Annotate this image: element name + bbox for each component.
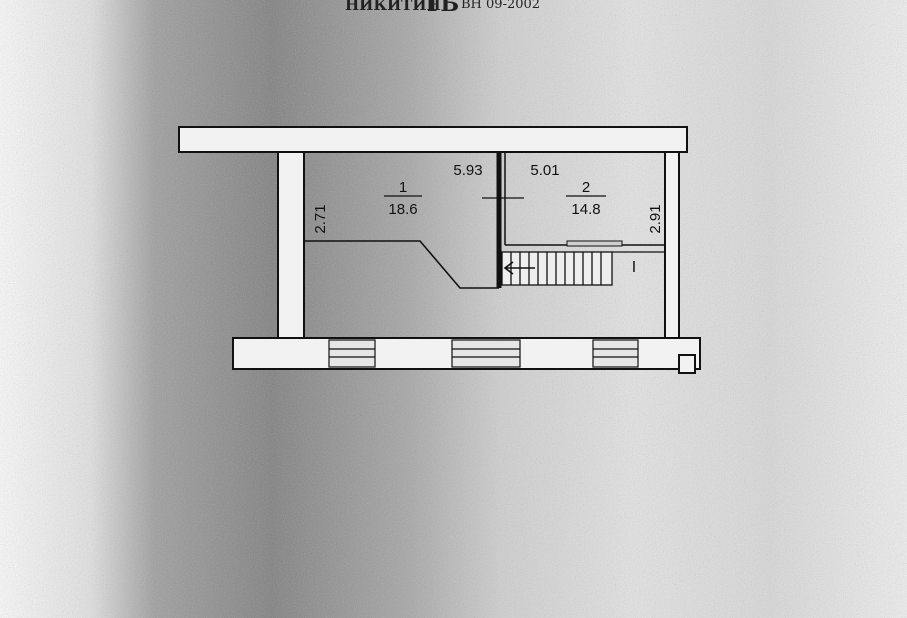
door-threshold xyxy=(566,240,623,247)
staircase xyxy=(501,251,665,286)
right-wall xyxy=(664,151,680,341)
room2-area: 14.8 xyxy=(571,201,600,218)
stair-label: I xyxy=(632,259,636,276)
floor-plan xyxy=(178,126,701,374)
room1-height-label: 2.71 xyxy=(312,204,329,233)
header-prefix: НИКИТИН xyxy=(345,0,441,14)
room1-width-label: 5.93 xyxy=(453,162,482,179)
stair-arrow-icon xyxy=(503,261,535,275)
room2-number: 2 xyxy=(582,179,590,196)
room1-boundary xyxy=(304,240,499,289)
left-wall xyxy=(277,151,305,341)
top-wall xyxy=(178,126,688,153)
window-left xyxy=(328,339,376,368)
window-middle xyxy=(451,339,521,368)
room1-number: 1 xyxy=(399,179,407,196)
bottom-right-notch xyxy=(678,354,696,374)
room2-width-label: 5.01 xyxy=(530,162,559,179)
room1-area: 18.6 xyxy=(388,201,417,218)
room2-height-label: 2.91 xyxy=(647,204,664,233)
header-mark: ТБ xyxy=(424,0,459,17)
window-right xyxy=(592,339,639,368)
header-suffix: ВН 09-2002 xyxy=(461,0,540,12)
